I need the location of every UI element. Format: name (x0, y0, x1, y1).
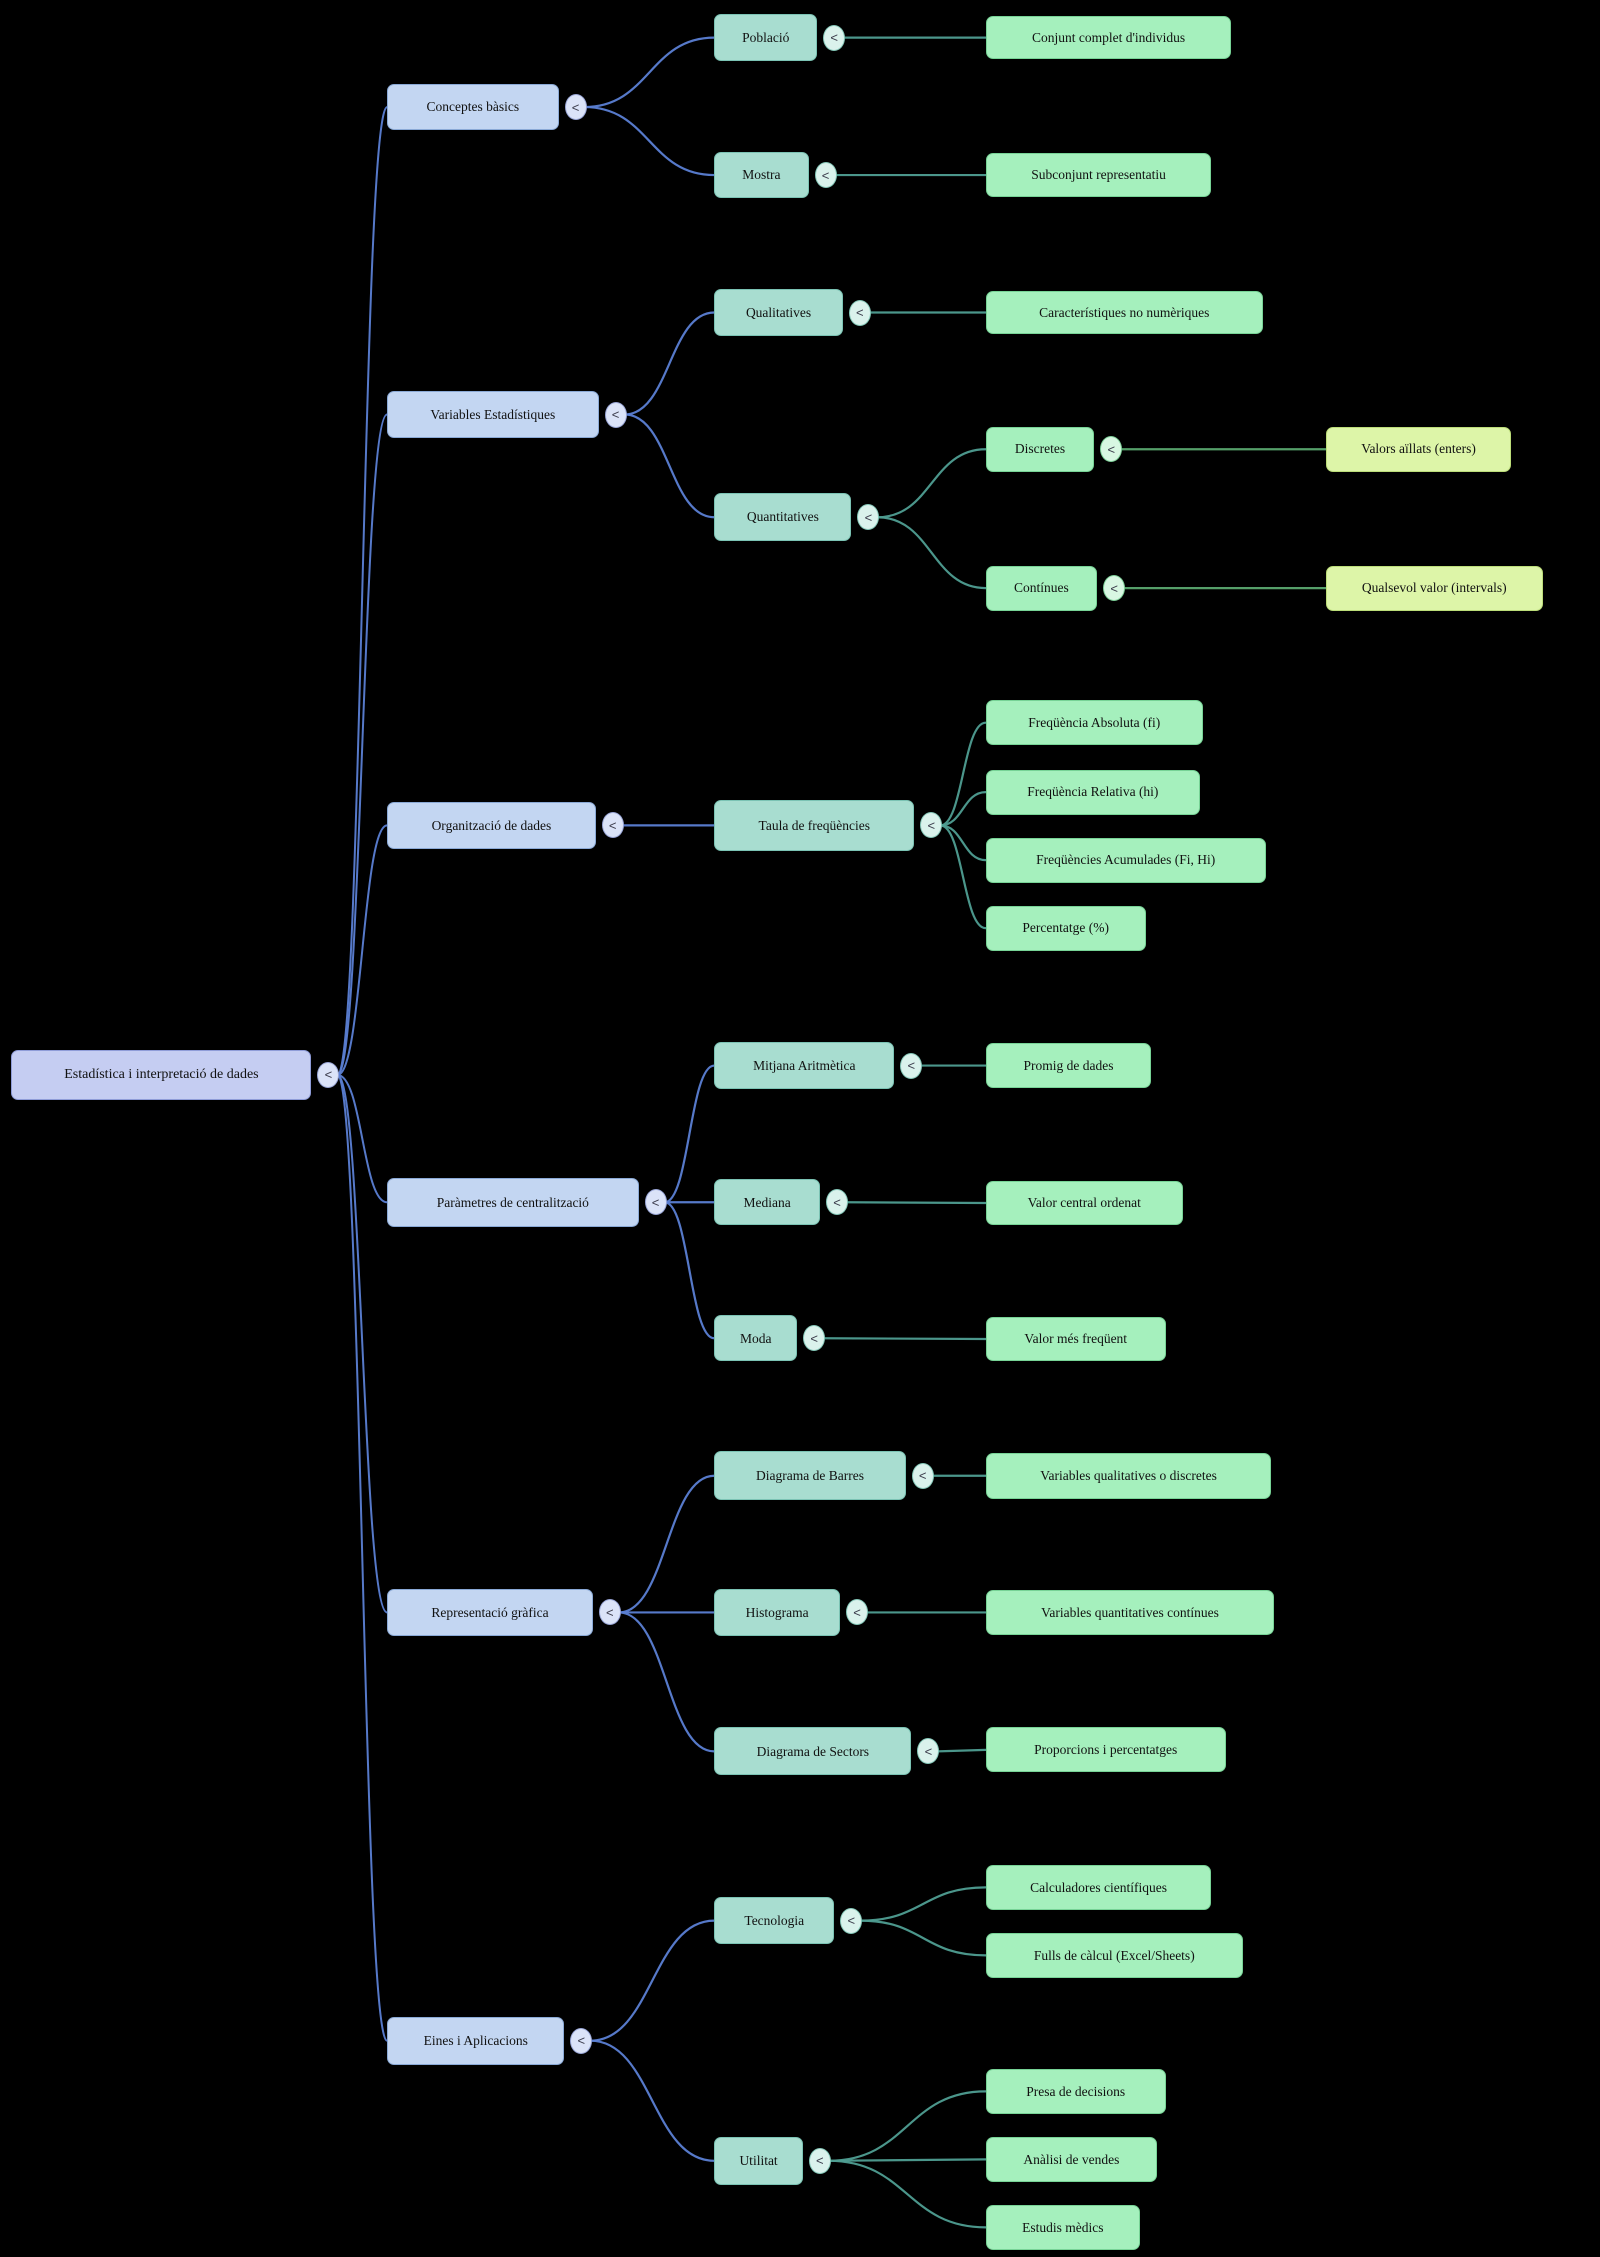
mindmap-node-variables-quantitatives-continues[interactable]: Variables quantitatives contínues (985, 1590, 1275, 1635)
collapse-toggle-variables-estadistiques[interactable]: < (604, 401, 627, 428)
mindmap-edge (939, 721, 987, 827)
mindmap-edge (617, 1611, 716, 1753)
mindmap-edge (336, 106, 389, 1076)
mindmap-edge (623, 413, 716, 519)
mindmap-node-moda[interactable]: Moda (714, 1315, 798, 1362)
mindmap-edge (939, 824, 987, 930)
mindmap-node-taula-de-frequencies[interactable]: Taula de freqüències (714, 800, 915, 851)
collapse-toggle-continues[interactable]: < (1103, 575, 1126, 602)
mindmap-edge (589, 1919, 716, 2042)
mindmap-node-mediana[interactable]: Mediana (714, 1179, 820, 1226)
mindmap-node-organitzacio-de-dades[interactable]: Organització de dades (387, 801, 596, 850)
mindmap-node-parametres-de-centralitzacio[interactable]: Paràmetres de centralització (387, 1177, 639, 1227)
mindmap-edge (663, 1064, 716, 1204)
mindmap-node-valor-mes-frequent[interactable]: Valor més freqüent (985, 1316, 1166, 1362)
mindmap-node-utilitat[interactable]: Utilitat (714, 2136, 803, 2185)
collapse-toggle-mitjana-aritmetica[interactable]: < (900, 1052, 923, 1079)
mindmap-edge (859, 1919, 987, 1957)
mindmap-edge (617, 1474, 716, 1614)
collapse-toggle-diagrama-de-barres[interactable]: < (911, 1462, 934, 1489)
mindmap-node-calculadores-cientifiques[interactable]: Calculadores científiques (985, 1864, 1212, 1910)
mindmap-node-conceptes-basics[interactable]: Conceptes bàsics (387, 83, 559, 131)
mindmap-node-subconjunt-representatiu[interactable]: Subconjunt representatiu (985, 153, 1212, 197)
mindmap-node-promig-de-dades[interactable]: Promig de dades (985, 1043, 1152, 1088)
collapse-toggle-quantitatives[interactable]: < (857, 504, 880, 531)
mindmap-edge (827, 2090, 987, 2162)
mindmap-edge (876, 448, 987, 519)
mindmap-node-percentatge[interactable]: Percentatge (%) (985, 905, 1146, 951)
mindmap-node-qualitatives[interactable]: Qualitatives (714, 289, 843, 336)
mindmap-node-caracteristiques-no-numeriques[interactable]: Característiques no numèriques (985, 290, 1263, 335)
collapse-toggle-parametres-de-centralitzacio[interactable]: < (644, 1189, 667, 1216)
mindmap-node-frequencia-relativa-hi[interactable]: Freqüència Relativa (hi) (985, 769, 1200, 815)
collapse-toggle-histograma[interactable]: < (846, 1599, 868, 1626)
collapse-toggle-taula-de-frequencies[interactable]: < (920, 812, 943, 839)
collapse-toggle-mostra[interactable]: < (814, 162, 837, 189)
mindmap-edge (663, 1201, 716, 1340)
mindmap-edge (583, 105, 716, 177)
collapse-toggle-eines-i-aplicacions[interactable]: < (570, 2027, 593, 2054)
mindmap-node-valors-aillats-enters[interactable]: Valors aïllats (enters) (1325, 426, 1512, 472)
collapse-toggle-qualitatives[interactable]: < (848, 299, 871, 326)
collapse-toggle-moda[interactable]: < (803, 1325, 826, 1352)
mindmap-edge (844, 1201, 987, 1205)
collapse-toggle-tecnologia[interactable]: < (840, 1907, 863, 1934)
mindmap-node-variables-qualitatives-o-discretes[interactable]: Variables qualitatives o discretes (985, 1452, 1272, 1499)
mindmap-node-representacio-grafica[interactable]: Representació gràfica (387, 1588, 593, 1637)
mindmap-node-eines-i-aplicacions[interactable]: Eines i Aplicacions (387, 2016, 565, 2065)
mindmap-node-diagrama-de-sectors[interactable]: Diagrama de Sectors (714, 1727, 912, 1776)
collapse-toggle-diagrama-de-sectors[interactable]: < (917, 1738, 940, 1765)
mindmap-node-estudis-medics[interactable]: Estudis mèdics (985, 2204, 1140, 2250)
mindmap-node-conjunt-complet-d-individus[interactable]: Conjunt complet d'individus (985, 15, 1232, 60)
mindmap-node-proporcions-i-percentatges[interactable]: Proporcions i percentatges (985, 1727, 1226, 1773)
mindmap-edge (583, 36, 716, 109)
collapse-toggle-mediana[interactable]: < (826, 1189, 848, 1216)
mindmap-node-mostra[interactable]: Mostra (714, 151, 809, 199)
mindmap-node-histograma[interactable]: Histograma (714, 1588, 840, 1637)
mindmap-edge (876, 516, 987, 590)
mindmap-edge (336, 413, 389, 1076)
collapse-toggle-utilitat[interactable]: < (808, 2147, 831, 2174)
mindmap-node-poblacio[interactable]: Població (714, 14, 818, 61)
mindmap-node-diagrama-de-barres[interactable]: Diagrama de Barres (714, 1451, 906, 1501)
mindmap-edge (336, 1073, 389, 2042)
mindmap-node-fulls-de-calcul-excel-sheets[interactable]: Fulls de càlcul (Excel/Sheets) (985, 1932, 1243, 1978)
mindmap-node-estadistica-i-interpretacio-de-dades[interactable]: Estadística i interpretació de dades (11, 1050, 312, 1100)
mindmap-node-qualsevol-valor-intervals[interactable]: Qualsevol valor (intervals) (1325, 565, 1543, 611)
mindmap-edge (939, 824, 987, 862)
mindmap-edge (336, 824, 389, 1076)
collapse-toggle-poblacio[interactable]: < (823, 24, 846, 51)
mindmap-edge (336, 1073, 389, 1614)
collapse-toggle-conceptes-basics[interactable]: < (564, 94, 587, 121)
mindmap-node-quantitatives[interactable]: Quantitatives (714, 493, 852, 542)
mindmap-edge (822, 1337, 987, 1341)
mindmap-node-frequencia-absoluta-fi[interactable]: Freqüència Absoluta (fi) (985, 700, 1203, 746)
mindmap-node-presa-de-decisions[interactable]: Presa de decisions (985, 2068, 1166, 2114)
mindmap-node-frequencies-acumulades-fi-hi[interactable]: Freqüències Acumulades (Fi, Hi) (985, 837, 1266, 883)
mindmap-edge (623, 311, 716, 416)
mindmap-edge (936, 1748, 987, 1753)
mindmap-edge (827, 2159, 987, 2229)
mindmap-node-tecnologia[interactable]: Tecnologia (714, 1896, 835, 1945)
collapse-toggle-estadistica-i-interpretacio-de-dades[interactable]: < (317, 1061, 340, 1088)
mindmap-edge (939, 791, 987, 827)
mindmap-edge (827, 2158, 987, 2162)
mindmap-edge (336, 1073, 389, 1204)
mindmap-node-continues[interactable]: Contínues (985, 565, 1098, 611)
mindmap-node-analisi-de-vendes[interactable]: Anàlisi de vendes (985, 2136, 1158, 2182)
collapse-toggle-representacio-grafica[interactable]: < (598, 1599, 621, 1626)
mindmap-edge (589, 2039, 716, 2162)
collapse-toggle-discretes[interactable]: < (1100, 436, 1123, 463)
mindmap-node-valor-central-ordenat[interactable]: Valor central ordenat (985, 1180, 1183, 1226)
mindmap-edge (859, 1886, 987, 1922)
collapse-toggle-organitzacio-de-dades[interactable]: < (601, 812, 624, 839)
mindmap-node-discretes[interactable]: Discretes (985, 426, 1095, 472)
mindmap-node-variables-estadistiques[interactable]: Variables Estadístiques (387, 390, 599, 439)
mindmap-node-mitjana-aritmetica[interactable]: Mitjana Aritmètica (714, 1041, 895, 1090)
